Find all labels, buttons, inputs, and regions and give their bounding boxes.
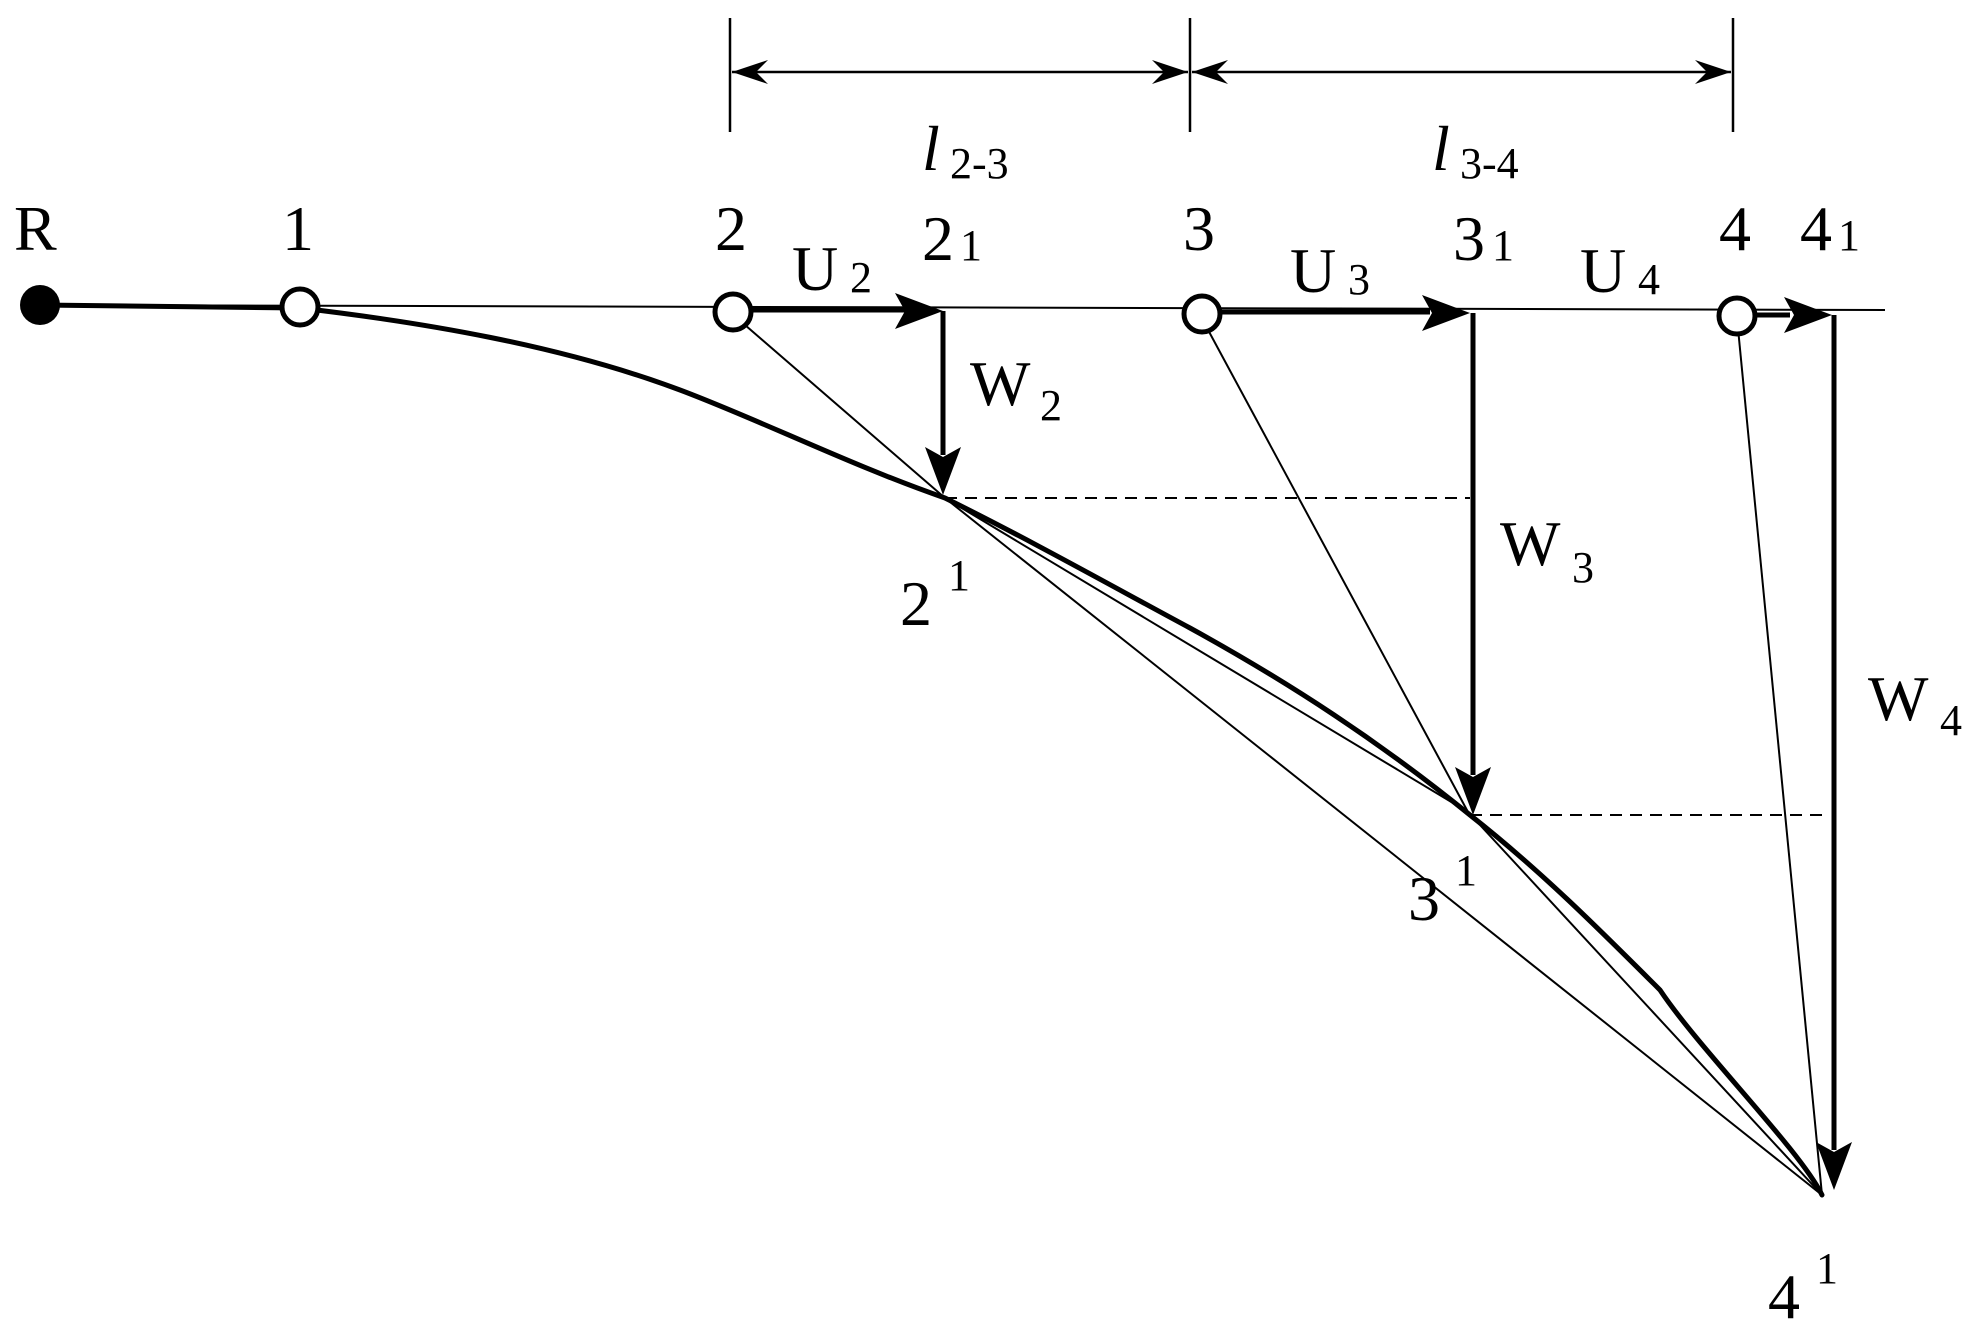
label-node-3-1-sub: 1 <box>1492 221 1514 270</box>
u3-arrowhead <box>1422 295 1470 331</box>
chord-2p-to-3p <box>944 497 1469 813</box>
label-u4-sub: 4 <box>1638 255 1660 304</box>
label-point-3p-sup: 1 <box>1455 846 1477 895</box>
label-node-4-1-sub: 1 <box>1838 211 1860 260</box>
chord-2p-to-4p <box>944 497 1823 1196</box>
reference-axis <box>39 304 1886 311</box>
label-w3-sub: 3 <box>1572 543 1594 592</box>
label-u2: U <box>792 233 838 304</box>
label-node-2-1-sub: 1 <box>960 221 982 270</box>
label-length-2-3: l <box>922 113 940 184</box>
label-node-2-1: 2 <box>922 203 954 274</box>
label-point-3p: 3 <box>1408 863 1440 934</box>
label-node-1: 1 <box>282 193 314 264</box>
dim-arrowhead <box>1152 60 1188 84</box>
label-w4-sub: 4 <box>1940 696 1962 745</box>
chord-2-to-2p <box>729 311 946 499</box>
label-u3: U <box>1290 235 1336 306</box>
label-u4: U <box>1580 235 1626 306</box>
chord-4-to-4p <box>1736 317 1823 1196</box>
label-length-2-3-sub: 2-3 <box>950 139 1009 188</box>
node-1 <box>279 286 321 328</box>
label-node-2: 2 <box>715 193 747 264</box>
label-node-4-1: 4 <box>1800 193 1832 264</box>
chord-3p-to-4p <box>1467 811 1823 1196</box>
node-4 <box>1716 295 1758 337</box>
dim-arrowhead <box>732 60 768 84</box>
deflection-curve <box>37 302 1825 1198</box>
w-arrows <box>925 311 1852 1190</box>
label-point-4p: 4 <box>1768 1261 1800 1331</box>
w2-arrowhead <box>925 447 961 495</box>
label-length-3-4-sub: 3-4 <box>1460 139 1519 188</box>
chord-lines <box>729 311 1823 1196</box>
w4-arrowhead <box>1816 1142 1852 1190</box>
dim-arrowhead <box>1695 60 1731 84</box>
label-u2-sub: 2 <box>850 253 872 302</box>
label-w2: W <box>970 348 1031 419</box>
label-w4: W <box>1868 663 1929 734</box>
label-node-3-1: 3 <box>1453 203 1485 274</box>
dimension-lines <box>728 18 1735 132</box>
node-r-filled <box>20 285 60 325</box>
label-point-2p: 2 <box>900 568 932 639</box>
u4-arrowhead <box>1784 297 1832 333</box>
label-u3-sub: 3 <box>1348 255 1370 304</box>
label-r: R <box>14 193 57 264</box>
u2-arrowhead <box>895 293 943 329</box>
chord-3-to-3p <box>1199 314 1469 813</box>
node-3 <box>1181 293 1223 335</box>
label-point-2p-sup: 1 <box>948 551 970 600</box>
node-2 <box>712 291 754 333</box>
label-node-4: 4 <box>1719 193 1751 264</box>
node-circles <box>279 286 1758 337</box>
labels: R 1 2 2 1 3 3 1 4 4 1 U 2 U 3 U 4 W 2 W … <box>14 113 1962 1331</box>
label-point-4p-sup: 1 <box>1816 1244 1838 1293</box>
w3-arrowhead <box>1455 767 1491 815</box>
dashed-lines <box>945 497 1830 816</box>
u-arrows <box>745 293 1832 333</box>
dim-arrowhead <box>1192 60 1228 84</box>
label-w2-sub: 2 <box>1040 381 1062 430</box>
label-length-3-4: l <box>1432 113 1450 184</box>
label-w3: W <box>1500 508 1561 579</box>
label-node-3: 3 <box>1183 193 1215 264</box>
